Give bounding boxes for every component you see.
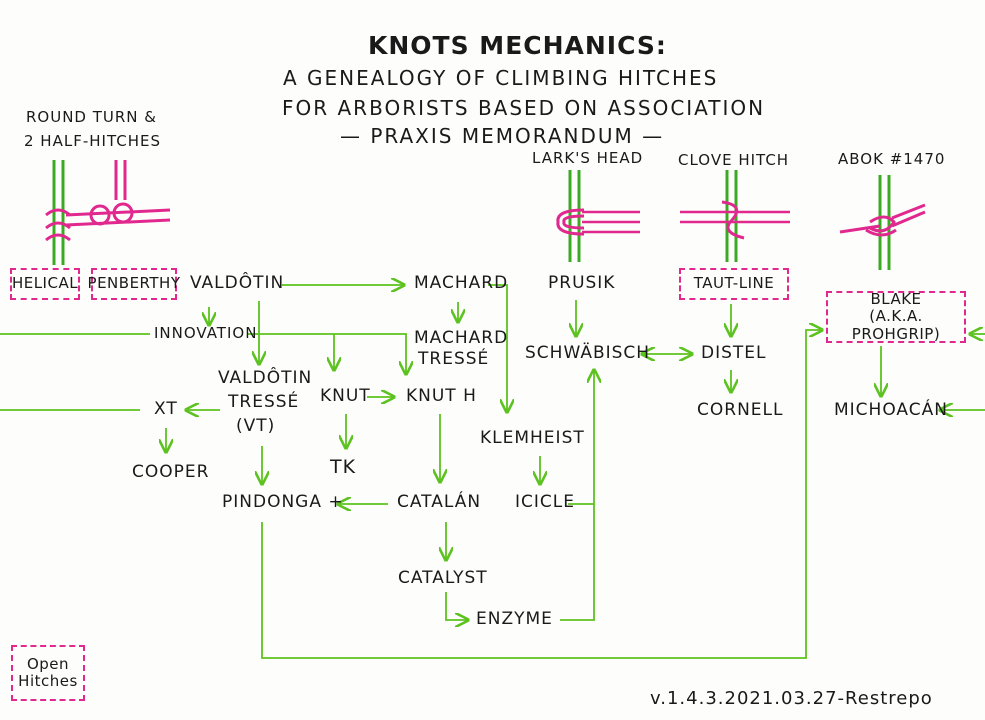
- node-valdotin-tresse-3: (VT): [236, 416, 276, 436]
- abok-1470-knot-illustration: [839, 175, 926, 270]
- node-blake-line-2: (A.K.A. Prohgrip): [851, 307, 941, 343]
- node-knut-h: Knut H: [406, 386, 477, 406]
- subtitle-line-3: — Praxis Memorandum —: [340, 124, 665, 148]
- node-enzyme: Enzyme: [476, 609, 553, 629]
- node-helical: Helical: [10, 268, 80, 300]
- subtitle-line-2: for Arborists Based on Association: [282, 96, 766, 120]
- node-michoacan: Michoacán: [834, 400, 948, 420]
- round-turn-label-1: Round Turn &: [26, 108, 157, 126]
- node-blake: Blake (A.K.A. Prohgrip): [826, 290, 966, 343]
- node-icicle: Icicle: [515, 492, 575, 512]
- node-innovation: Innovation: [154, 324, 258, 342]
- node-machard-tresse-1: Machard: [414, 328, 509, 348]
- node-distel: Distel: [701, 343, 767, 363]
- node-machard: Machard: [414, 273, 509, 293]
- node-catalyst: Catalyst: [398, 568, 488, 588]
- node-taut-line: Taut-Line: [679, 268, 789, 300]
- node-knut: Knut: [320, 386, 371, 406]
- node-tk: TK: [330, 456, 357, 478]
- node-klemheist: Klemheist: [480, 428, 585, 448]
- node-schwabisch: Schwäbisch: [525, 343, 651, 363]
- legend-open-hitches: Open Hitches: [11, 645, 85, 701]
- connection-arrows: [0, 285, 985, 659]
- node-catalan: Catalán: [397, 492, 482, 512]
- round-turn-knot-illustration: [45, 160, 171, 265]
- legend-line-1: Open: [26, 654, 70, 673]
- clove-hitch-label: Clove Hitch: [678, 151, 790, 169]
- larks-head-label: Lark's Head: [532, 149, 644, 167]
- clove-hitch-knot-illustration: [680, 170, 790, 262]
- abok-1470-label: ABOK #1470: [838, 150, 946, 168]
- node-cornell: Cornell: [697, 400, 784, 420]
- legend-line-2: Hitches: [18, 672, 78, 690]
- node-xt: XT: [154, 399, 178, 419]
- round-turn-label-2: 2 Half-Hitches: [24, 132, 161, 150]
- subtitle-line-1: A Genealogy of Climbing Hitches: [283, 66, 719, 90]
- node-pindonga: Pindonga +: [222, 492, 344, 512]
- diagram-title: Knots Mechanics:: [368, 31, 667, 60]
- larks-head-knot-illustration: [556, 170, 640, 262]
- node-machard-tresse-2: Tressé: [418, 349, 490, 369]
- version-signature: v.1.4.3.2021.03.27-Restrepo: [650, 688, 933, 709]
- node-valdotin-tresse-1: Valdôtin: [218, 368, 313, 388]
- node-penberthy: Penberthy: [88, 268, 180, 300]
- node-prusik: Prusik: [548, 273, 616, 293]
- node-valdotin: Valdôtin: [190, 273, 285, 293]
- node-valdotin-tresse-2: Tressé: [228, 392, 300, 412]
- node-blake-line-1: Blake: [870, 290, 922, 309]
- node-cooper: Cooper: [132, 462, 210, 482]
